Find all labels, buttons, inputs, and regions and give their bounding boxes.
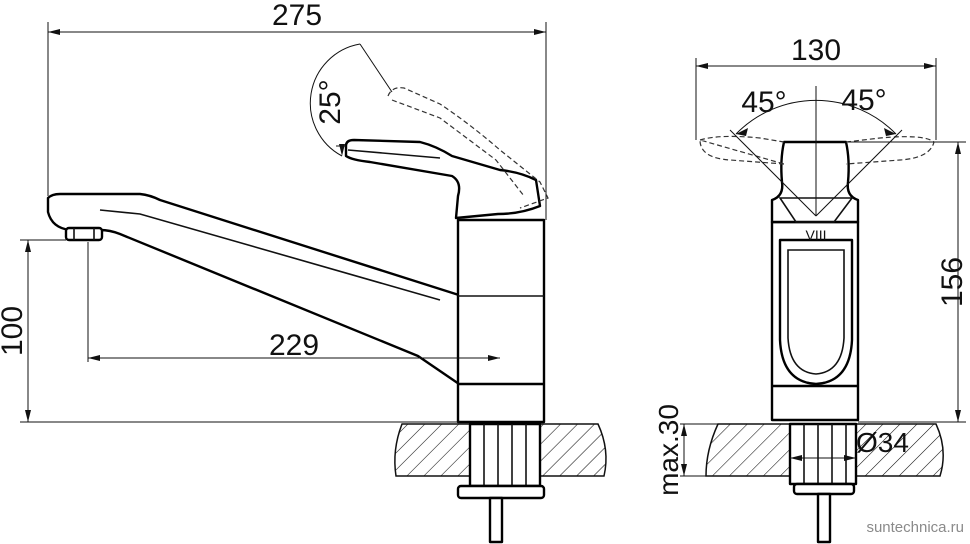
side-view: 275 229 100 25° xyxy=(0,0,607,544)
mounting-hole-label: Ø34 xyxy=(856,427,909,458)
counter-thickness-label: max.30 xyxy=(653,404,684,496)
width-label: 130 xyxy=(791,34,841,67)
countertop-section-left xyxy=(394,423,607,477)
countertop-section-right xyxy=(705,423,944,477)
spout-front xyxy=(778,238,854,386)
dimension-spout-height: 100 xyxy=(0,239,460,423)
dimension-overall-length: 275 xyxy=(47,0,547,220)
dimension-rotation: 45° 45° xyxy=(729,84,903,217)
dimension-total-height: 156 xyxy=(848,141,969,423)
svg-text:VIII: VIII xyxy=(805,227,826,243)
dimension-counter-thickness: max.30 xyxy=(653,404,718,496)
aerator xyxy=(64,226,104,242)
dimension-lever-angle: 25° xyxy=(309,43,393,157)
total-height-label: 156 xyxy=(936,257,969,307)
mounting-stud-side xyxy=(456,422,546,544)
rotation-left-label: 45° xyxy=(741,86,786,119)
lever-front xyxy=(770,140,860,224)
front-view: VIII 130 45° 45° xyxy=(653,34,969,544)
spout-reach-label: 229 xyxy=(269,329,319,362)
spout-inner-line xyxy=(99,209,441,301)
lever-angle-label: 25° xyxy=(314,79,347,124)
overall-length-label: 275 xyxy=(272,0,322,32)
faucet-body-side xyxy=(456,218,546,424)
mounting-stud-front xyxy=(788,422,858,544)
spout-height-label: 100 xyxy=(0,306,29,356)
watermark: suntechnica.ru xyxy=(866,519,964,536)
dimension-width: 130 xyxy=(695,34,937,140)
dimension-spout-reach: 229 xyxy=(87,242,500,362)
lever xyxy=(344,138,542,220)
rotation-right-label: 45° xyxy=(841,84,886,117)
dimension-mounting-hole: Ø34 xyxy=(790,427,909,461)
